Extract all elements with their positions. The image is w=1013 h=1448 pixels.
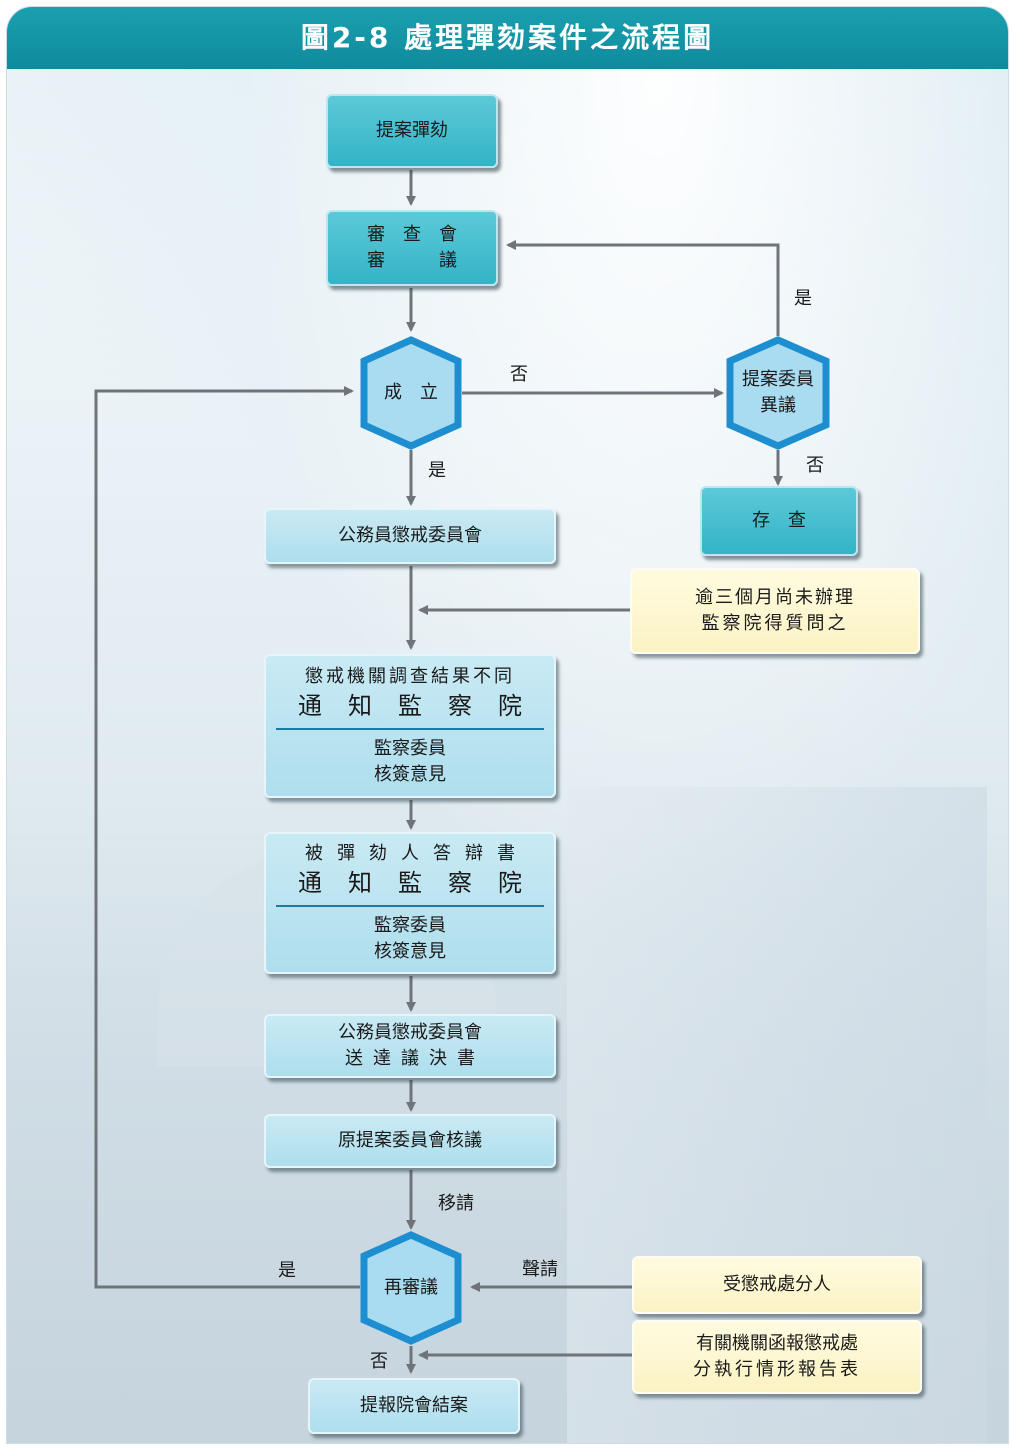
node-proposal: 提案彈劾	[326, 94, 498, 168]
node-report-line1: 有關機關函報懲戒處	[696, 1333, 858, 1354]
node-file-label: 存 查	[752, 510, 806, 531]
node-defense: 被彈劾人答辯書 通知監察院 監察委員 核簽意見	[264, 832, 556, 974]
node-original-committee: 原提案委員會核議	[264, 1114, 556, 1168]
edge-label-no-objection: 否	[806, 455, 824, 476]
node-defense-top: 被彈劾人答辯書	[305, 843, 529, 864]
node-objection-label: 提案委員異議	[736, 366, 820, 420]
arrow-objection-to-review	[506, 240, 780, 336]
node-inquiry: 逾三個月尚未辦理 監察院得質問之	[630, 568, 920, 654]
edge-label-no-established: 否	[510, 364, 528, 385]
arrow-rereview-to-established	[94, 386, 360, 1289]
node-defense-big: 通知監察院	[298, 869, 548, 897]
page-title: 圖2-8 處理彈劾案件之流程圖	[7, 7, 1008, 69]
node-report-line2: 分執行情形報告表	[693, 1359, 861, 1380]
node-decision-line2: 送達議決書	[345, 1048, 485, 1069]
node-notify-result-sub1: 監察委員	[374, 738, 446, 759]
node-review-line2: 審 議	[367, 250, 457, 271]
edge-label-yes-objection: 是	[794, 288, 812, 309]
node-review: 審 查 會 審 議	[326, 210, 498, 286]
node-close-case-label: 提報院會結案	[360, 1395, 468, 1416]
node-established-label: 成 立	[384, 382, 438, 403]
node-defense-sub1: 監察委員	[374, 915, 446, 936]
node-decision-line1: 公務員懲戒委員會	[338, 1022, 482, 1043]
node-rereview-label: 再審議	[384, 1277, 438, 1298]
node-inquiry-line1: 逾三個月尚未辦理	[695, 587, 855, 608]
hex-rereview-shape	[360, 1231, 462, 1345]
divider	[276, 728, 544, 730]
node-decision: 公務員懲戒委員會 送達議決書	[264, 1014, 556, 1078]
node-notify-result-sub2: 核簽意見	[374, 764, 446, 785]
node-report: 有關機關函報懲戒處 分執行情形報告表	[632, 1320, 922, 1394]
node-discipline-committee: 公務員懲戒委員會	[264, 508, 556, 564]
node-close-case: 提報院會結案	[308, 1378, 520, 1434]
node-discipline-committee-label: 公務員懲戒委員會	[338, 525, 482, 546]
node-file: 存 查	[700, 486, 858, 556]
hex-objection-shape	[726, 336, 830, 450]
node-notify-result-top: 懲戒機關調查結果不同	[305, 666, 515, 687]
node-disciplined-person: 受懲戒處分人	[632, 1256, 922, 1314]
edge-label-yes-established: 是	[428, 460, 446, 481]
node-disciplined-person-label: 受懲戒處分人	[723, 1274, 831, 1295]
node-objection-text: 提案委員異議	[742, 369, 814, 416]
divider	[276, 905, 544, 907]
node-defense-sub2: 核簽意見	[374, 941, 446, 962]
edge-label-transfer: 移請	[438, 1193, 474, 1214]
node-proposal-label: 提案彈劾	[376, 120, 448, 141]
node-notify-result-big: 通知監察院	[298, 692, 548, 720]
edge-label-no-rereview: 否	[370, 1351, 388, 1372]
hex-established-shape	[360, 336, 462, 450]
node-inquiry-line2: 監察院得質問之	[701, 613, 849, 634]
edge-label-yes-rereview: 是	[278, 1260, 296, 1281]
node-review-line1: 審 查 會	[367, 224, 457, 245]
node-original-committee-label: 原提案委員會核議	[338, 1130, 482, 1151]
edge-label-petition: 聲請	[522, 1259, 558, 1280]
node-notify-result: 懲戒機關調查結果不同 通知監察院 監察委員 核簽意見	[264, 654, 556, 798]
